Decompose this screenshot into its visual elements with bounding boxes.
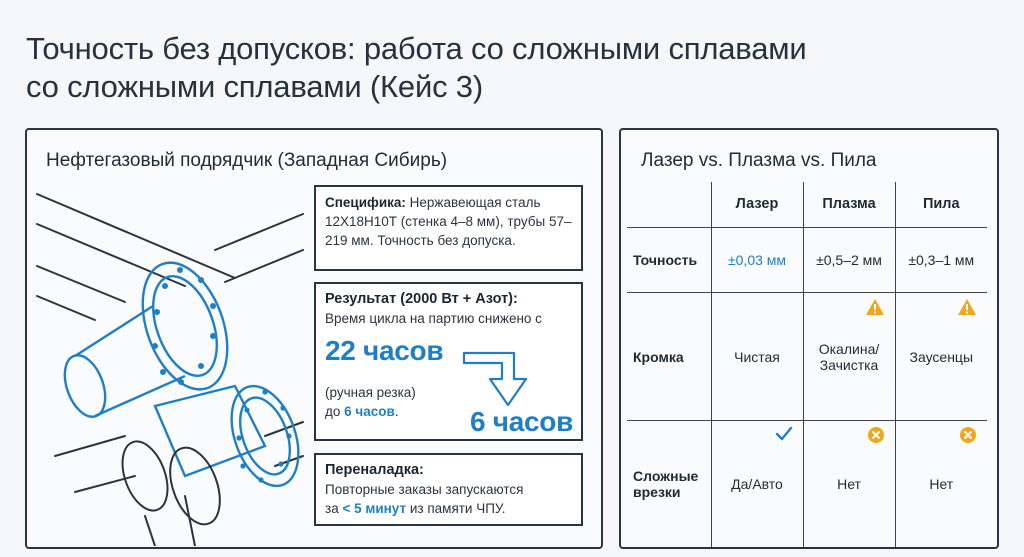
table-header-row: Лазер Плазма Пила xyxy=(627,182,987,228)
result-from-value: 22 часов xyxy=(325,335,444,366)
result-to-suffix: . xyxy=(394,404,399,419)
result-to-inline: 6 часов xyxy=(344,404,395,419)
column-header-plasma: Плазма xyxy=(802,182,896,228)
case-panel: Нефтегазовый подрядчик (Западная Сибирь) xyxy=(25,128,603,549)
cell-precision-laser: ±0,03 мм xyxy=(710,226,804,294)
result-to-value: 6 часов xyxy=(470,406,573,437)
comparison-heading: Лазер vs. Плазма vs. Пила xyxy=(641,150,877,171)
row-label-edge: Кромка xyxy=(627,292,712,422)
pipe-flange-illustration xyxy=(36,193,304,546)
page-title: Точность без допусков: работа со сложным… xyxy=(26,30,986,106)
table-corner xyxy=(627,182,712,228)
changeover-label: Переналадка: xyxy=(325,462,424,478)
case-heading: Нефтегазовый подрядчик (Западная Сибирь) xyxy=(46,150,448,171)
row-label-complex-cuts: Сложные врезки xyxy=(627,420,712,547)
reduction-arrow-icon xyxy=(462,351,528,407)
table-row: Кромка Чистая Окалина/ Зачистка Заусенцы xyxy=(627,292,987,422)
column-header-laser: Лазер xyxy=(710,182,804,228)
warning-icon xyxy=(865,299,884,316)
cell-complex-saw-text: Нет xyxy=(929,476,954,493)
page-title-line-1: Точность без допусков: работа со сложным… xyxy=(26,31,807,66)
result-note: (ручная резка) xyxy=(325,385,416,400)
table-row: Сложные врезки Да/Авто Нет Нет xyxy=(627,420,987,547)
cell-complex-laser-text: Да/Авто xyxy=(731,476,783,493)
cell-edge-laser: Чистая xyxy=(710,292,804,422)
cell-complex-plasma-text: Нет xyxy=(837,476,861,493)
changeover-highlight: < 5 минут xyxy=(342,501,407,516)
cell-edge-plasma: Окалина/ Зачистка xyxy=(802,292,896,422)
comparison-panel: Лазер vs. Плазма vs. Пила Лазер Плазма П… xyxy=(619,128,999,549)
result-line: Время цикла на партию снижено с xyxy=(325,311,542,326)
changeover-suffix: из памяти ЧПУ. xyxy=(409,501,506,516)
table-row: Точность ±0,03 мм ±0,5–2 мм ±0,3–1 мм xyxy=(627,226,987,294)
result-to-prefix: до xyxy=(325,404,341,419)
cell-edge-plasma-text: Окалина/ Зачистка xyxy=(818,340,880,373)
changeover-line-2: за < 5 минут из памяти ЧПУ. xyxy=(325,499,573,518)
result-to-line: до 6 часов. xyxy=(325,402,399,421)
result-label: Результат (2000 Вт + Азот): xyxy=(325,291,518,307)
cell-precision-saw: ±0,3–1 мм xyxy=(894,226,987,294)
cell-precision-plasma: ±0,5–2 мм xyxy=(802,226,896,294)
changeover-box: Переналадка: Повторные заказы запускаютс… xyxy=(314,453,583,526)
warning-icon xyxy=(958,299,976,316)
check-icon xyxy=(775,427,792,441)
spec-label: Специфика: xyxy=(325,195,406,210)
cell-complex-saw: Нет xyxy=(894,420,987,547)
cell-complex-plasma: Нет xyxy=(802,420,896,547)
column-header-saw: Пила xyxy=(894,182,987,228)
spec-text: Нержавеющая сталь 12Х18Н10Т (стенка 4–8 … xyxy=(325,195,572,248)
comparison-table: Лазер Плазма Пила Точность ±0,03 мм ±0,5… xyxy=(627,182,987,547)
row-label-precision: Точность xyxy=(627,226,712,294)
cell-edge-saw: Заусенцы xyxy=(894,292,987,422)
result-box: Результат (2000 Вт + Азот): Время цикла … xyxy=(314,282,583,441)
cell-complex-laser: Да/Авто xyxy=(710,420,804,547)
changeover-prefix: за xyxy=(325,501,339,516)
page-title-line-2: со сложными сплавами (Кейс 3) xyxy=(26,69,483,104)
changeover-line-1: Повторные заказы запускаются xyxy=(325,482,524,497)
spec-box: Специфика: Нержавеющая сталь 12Х18Н10Т (… xyxy=(314,185,583,271)
cross-circle-icon xyxy=(867,427,884,444)
cell-edge-saw-text: Заусенцы xyxy=(909,348,974,365)
cross-circle-icon xyxy=(960,427,976,444)
